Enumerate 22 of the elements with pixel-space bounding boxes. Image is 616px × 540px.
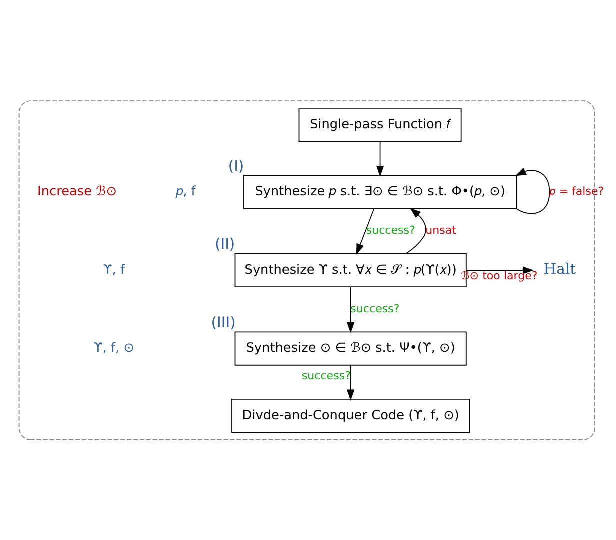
- label: Increase ℬ⊙: [38, 184, 118, 200]
- node-box: Synthesize ⊙ ∈ ℬ⊙ s.t. Ψ•(ϒ, ⊙): [234, 331, 467, 366]
- node-box: Synthesize 𝑝 s.t. ∃⊙ ∈ ℬ⊙ s.t. Φ•(𝑝, ⊙): [244, 174, 518, 209]
- edge-label: success?: [302, 369, 351, 382]
- arrow: [356, 208, 375, 255]
- arrow: [346, 364, 355, 400]
- edge-label: success?: [366, 224, 416, 237]
- label: ϒ, f: [103, 262, 126, 278]
- arrow: [405, 208, 426, 254]
- node-box: Divde-and-Conquer Code (ϒ, f, ⊙): [232, 398, 470, 433]
- node-label: (I): [228, 157, 244, 174]
- node-box: Single-pass Function 𝑓: [298, 107, 462, 142]
- label: ϒ, f, ⊙: [94, 340, 134, 356]
- edge-label: unsat: [426, 224, 456, 237]
- arrow: [466, 266, 534, 274]
- node-text: Halt: [544, 260, 576, 278]
- arrow: [515, 167, 550, 214]
- label: 𝑝, f: [176, 184, 196, 200]
- arrow: [346, 286, 355, 333]
- node-label: (II): [214, 236, 236, 253]
- arrow: [376, 140, 384, 177]
- node-label: (III): [211, 314, 236, 331]
